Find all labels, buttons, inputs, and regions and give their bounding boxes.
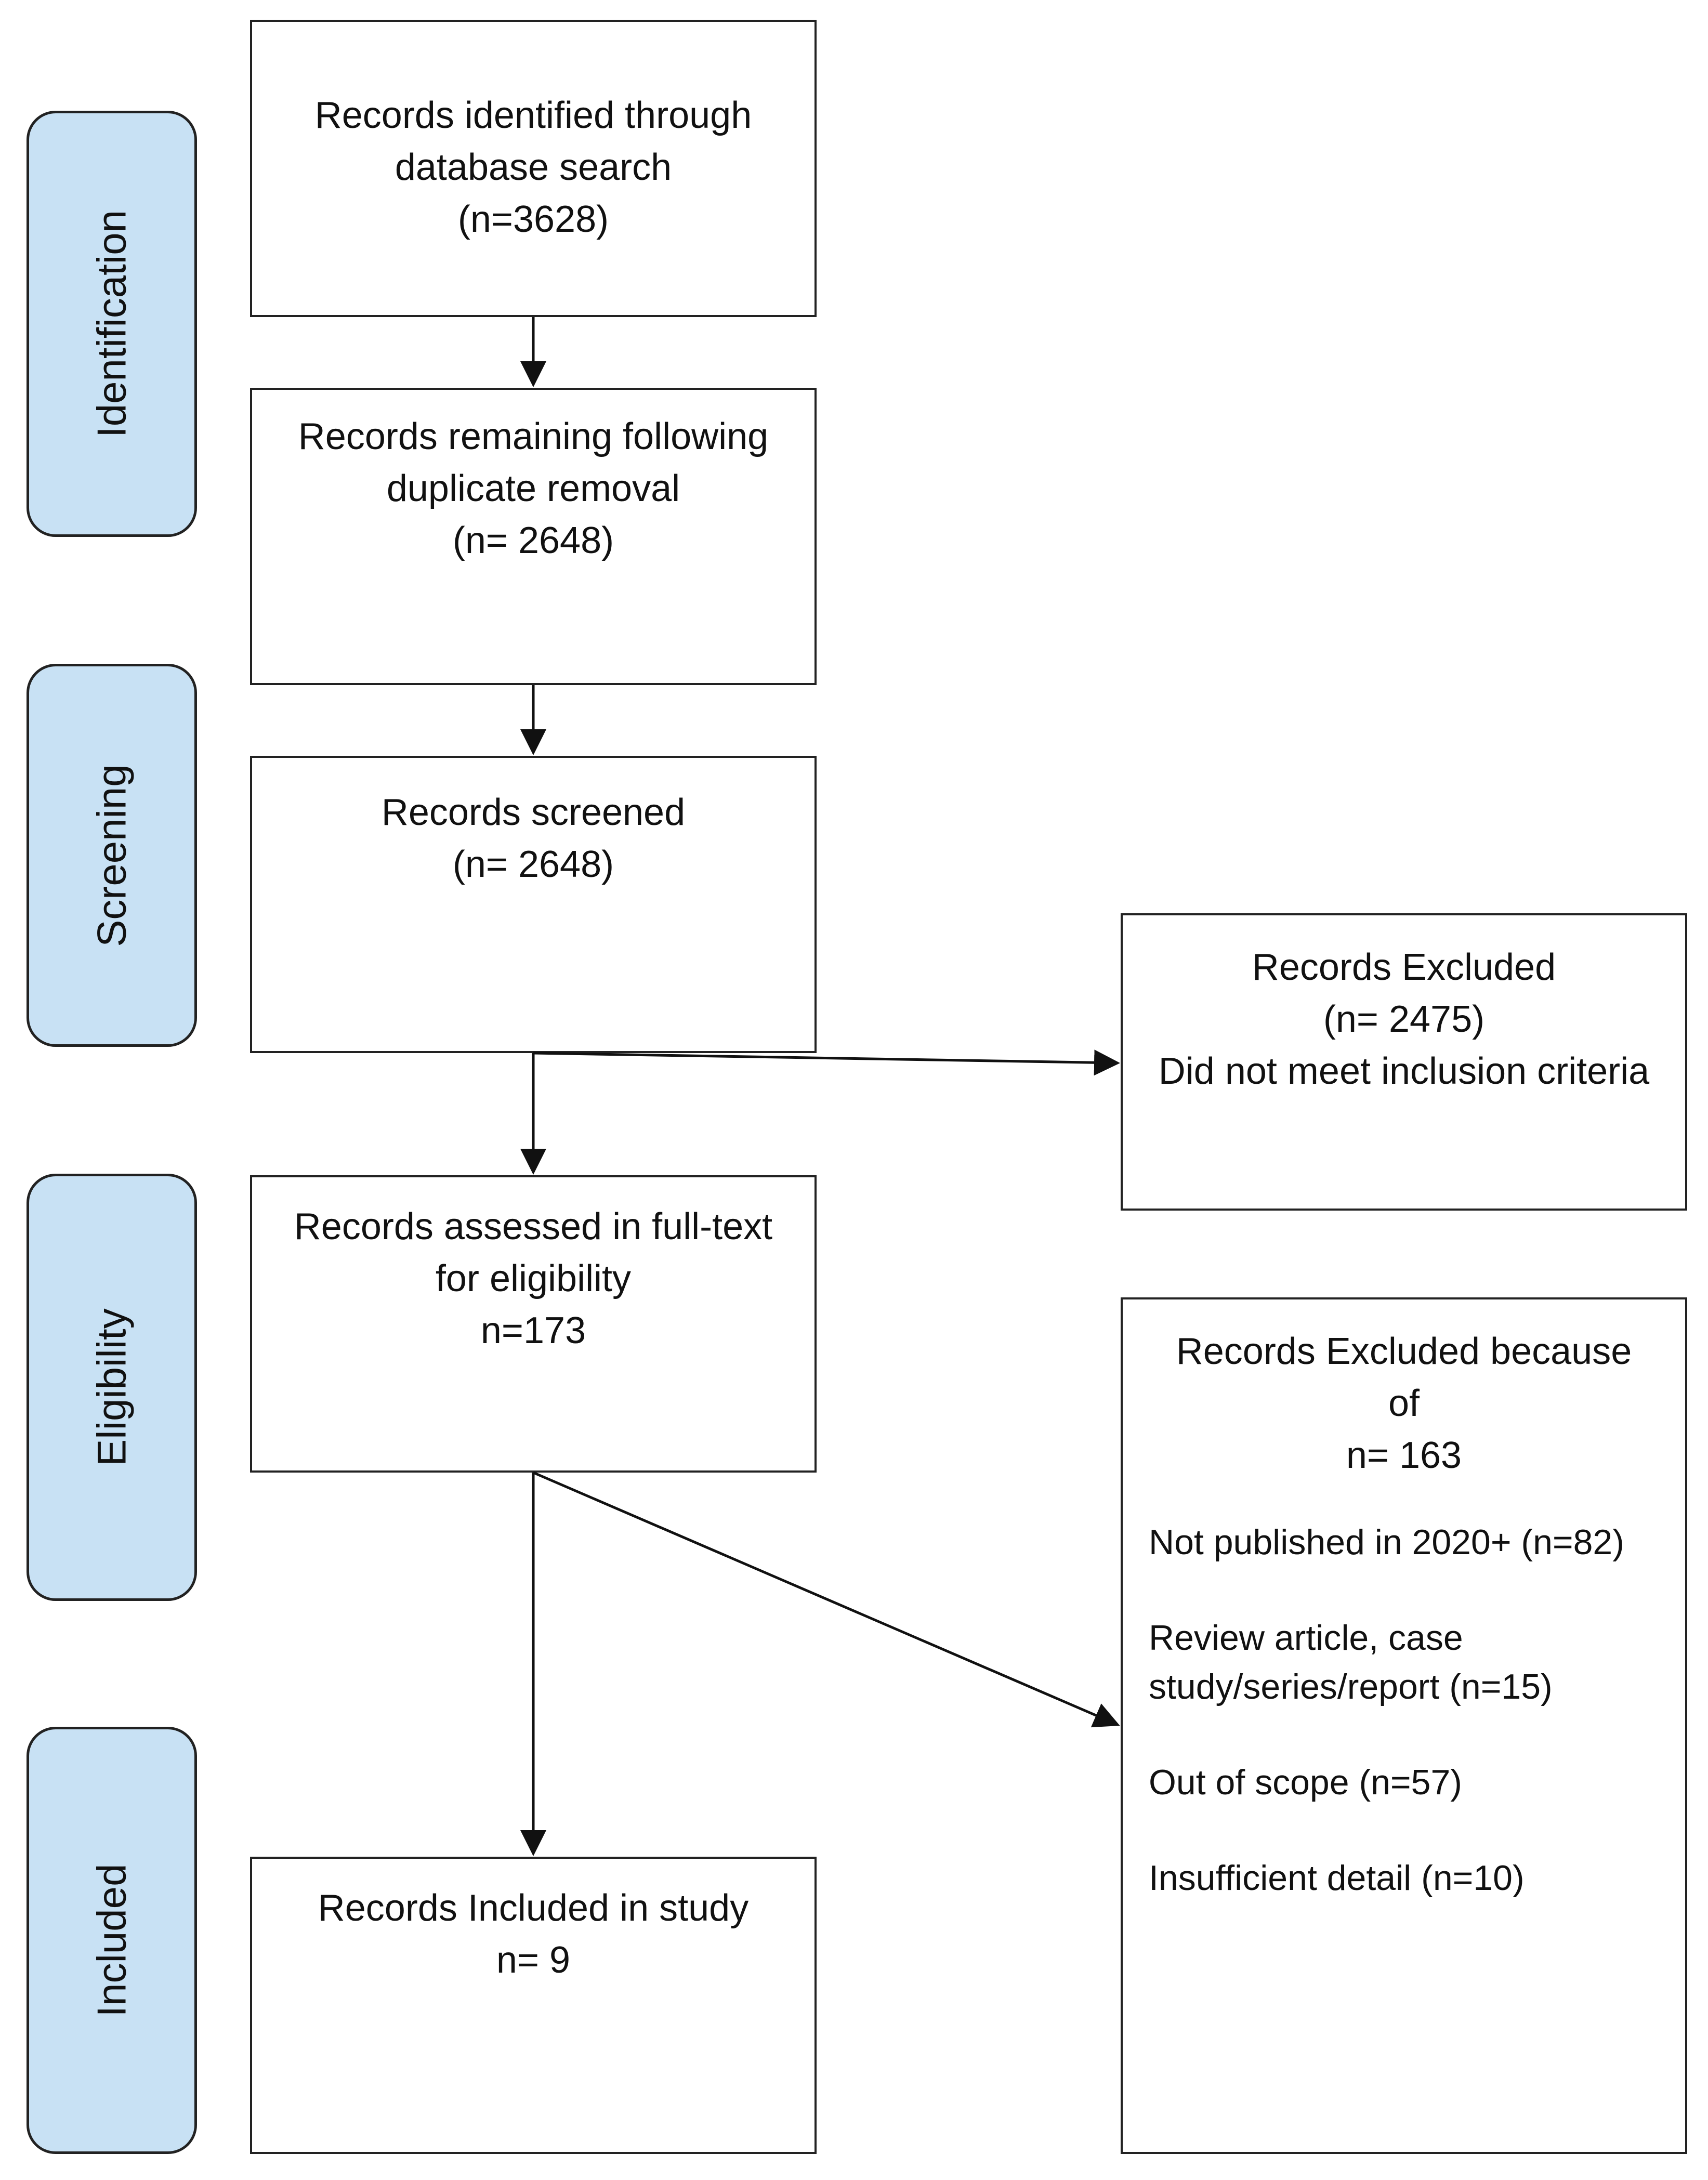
- included-title: Records Included in study: [318, 1887, 749, 1929]
- stage-included: Included: [27, 1727, 197, 2154]
- deduplicated-count: (n= 2648): [452, 520, 614, 561]
- excluded-screening-box: Records Excluded (n= 2475) Did not meet …: [1121, 913, 1687, 1211]
- identified-title-line2: database search: [395, 147, 672, 188]
- arrow-fulltext-to-excluded: [533, 1471, 1120, 1728]
- stage-label-identification: Identification: [88, 210, 135, 438]
- screened-count: (n= 2648): [452, 844, 614, 885]
- stage-identification: Identification: [27, 111, 197, 537]
- exclusion-reasons-list: Not published in 2020+ (n=82) Review art…: [1123, 1518, 1685, 1902]
- stage-screening: Screening: [27, 664, 197, 1047]
- stage-label-screening: Screening: [88, 764, 135, 947]
- excluded-screening-count: (n= 2475): [1323, 999, 1485, 1040]
- excluded-screening-title: Records Excluded: [1252, 947, 1556, 988]
- stage-label-eligibility: Eligibility: [88, 1308, 135, 1466]
- excluded-fulltext-title-line1: Records Excluded because: [1176, 1331, 1632, 1372]
- deduplicated-box: Records remaining following duplicate re…: [250, 388, 817, 685]
- arrow-screened-to-excluded: [533, 1049, 1120, 1076]
- exclusion-reason-article-type: Review article, case study/series/report…: [1149, 1618, 1553, 1706]
- deduplicated-title-line2: duplicate removal: [386, 468, 680, 509]
- screened-box: Records screened (n= 2648): [250, 756, 817, 1053]
- included-box: Records Included in study n= 9: [250, 1857, 817, 2154]
- deduplicated-title-line1: Records remaining following: [298, 416, 769, 457]
- excluded-fulltext-box: Records Excluded because of n= 163 Not p…: [1121, 1297, 1687, 2154]
- identified-box: Records identified through database sear…: [250, 20, 817, 317]
- fulltext-title-line1: Records assessed in full-text: [294, 1206, 773, 1247]
- stage-eligibility: Eligibility: [27, 1174, 197, 1601]
- included-count: n= 9: [496, 1939, 571, 1981]
- fulltext-title-line2: for eligibility: [435, 1258, 632, 1299]
- identified-count: (n=3628): [457, 199, 609, 240]
- excluded-screening-reason: Did not meet inclusion criteria: [1158, 1050, 1650, 1092]
- exclusion-reason-detail: Insufficient detail (n=10): [1149, 1858, 1525, 1898]
- fulltext-box: Records assessed in full-text for eligib…: [250, 1175, 817, 1473]
- exclusion-reason-date: Not published in 2020+ (n=82): [1149, 1522, 1624, 1562]
- screened-title: Records screened: [381, 792, 686, 833]
- excluded-fulltext-title-line2: of: [1388, 1383, 1420, 1424]
- identified-title-line1: Records identified through: [314, 95, 752, 136]
- excluded-fulltext-count: n= 163: [1346, 1435, 1462, 1476]
- exclusion-reason-scope: Out of scope (n=57): [1149, 1763, 1462, 1802]
- stage-label-included: Included: [88, 1863, 135, 2017]
- fulltext-count: n=173: [480, 1310, 586, 1351]
